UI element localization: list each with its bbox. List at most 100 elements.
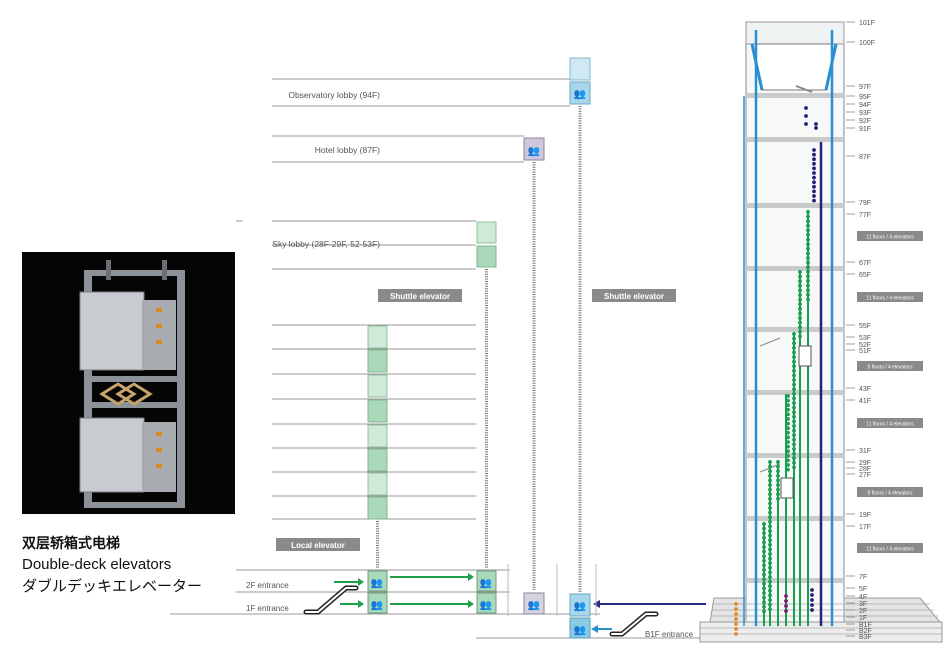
stop-dot [798, 297, 802, 302]
stop-dot [784, 599, 788, 603]
elevator-stop-dots [734, 106, 818, 636]
svg-text:👥: 👥 [371, 600, 383, 611]
floor-label: 67F [859, 260, 871, 267]
stop-dot [792, 378, 796, 382]
stop-dot [768, 570, 772, 575]
stop-dot [804, 114, 808, 118]
svg-text:👥: 👥 [528, 146, 540, 157]
stop-dot [798, 279, 802, 284]
sky-cab-1f [476, 592, 497, 614]
floor-label: 1F [859, 615, 867, 622]
stop-dot [792, 391, 796, 396]
stop-dot [776, 473, 780, 478]
stop-dot [798, 311, 802, 316]
stop-dot [786, 421, 790, 426]
obs-cab-bottom [569, 593, 591, 617]
stop-dot [768, 473, 772, 478]
stop-dot [768, 598, 772, 602]
stop-dot [806, 228, 810, 233]
caption-japanese: ダブルデッキエレベーター [22, 578, 203, 595]
floor-label: 94F [859, 102, 871, 109]
zone-note: 11 floors / 4 elevators [866, 547, 914, 553]
stop-dot [734, 632, 738, 636]
stop-dot [776, 487, 780, 492]
stop-dot [768, 501, 772, 506]
stop-dot [792, 447, 796, 451]
stop-dot [814, 122, 818, 126]
stop-dot [798, 334, 802, 339]
stop-dot [810, 603, 814, 607]
stop-dot [762, 540, 766, 545]
stop-dot [806, 279, 810, 283]
floor-label: 97F [859, 84, 871, 91]
stop-dot [784, 609, 788, 613]
floor-label: 41F [859, 398, 871, 405]
stop-dot [806, 283, 810, 288]
double-deck-elevator-photo [22, 252, 235, 514]
stop-dot [768, 607, 772, 612]
zone-note: 11 floors / 4 elevators [866, 235, 914, 241]
stop-dot [812, 184, 816, 189]
stop-dot [812, 161, 816, 166]
zone-note-box [857, 361, 923, 371]
stop-dot [786, 435, 790, 440]
stop-dot [792, 387, 796, 392]
stop-dot [768, 487, 772, 492]
floor-label: 87F [859, 154, 871, 161]
stop-dot [804, 106, 808, 110]
floor-label: 29F [859, 460, 871, 467]
stop-dot [806, 269, 810, 274]
floor-label: 52F [859, 342, 871, 349]
stop-dot [768, 547, 772, 552]
stop-dot [798, 306, 802, 311]
stop-dot [792, 410, 796, 415]
hotel-cab-top [523, 137, 545, 161]
stop-dot [814, 126, 818, 130]
zone-note-box [857, 543, 923, 553]
shuttle-tag-left [378, 289, 462, 302]
stop-dot [762, 522, 766, 526]
floor-label: 77F [859, 212, 871, 219]
flow-arrow-blue [591, 625, 612, 633]
stop-dot [768, 584, 772, 589]
stop-dot [768, 524, 772, 529]
stop-dot [762, 572, 766, 577]
zone-note-box [857, 487, 923, 497]
building-section [699, 21, 943, 643]
floor-label: 43F [859, 386, 871, 393]
stop-dot [786, 426, 790, 431]
svg-text:Shuttle elevator: Shuttle elevator [604, 292, 664, 301]
stop-dot [768, 492, 772, 497]
stop-dot [812, 166, 816, 171]
stop-dot [792, 355, 796, 359]
stop-dot [792, 414, 796, 419]
stop-dot [762, 545, 766, 549]
svg-text:Local elevator: Local elevator [291, 541, 345, 550]
stop-dot [768, 579, 772, 584]
stop-dot [768, 478, 772, 483]
stop-dot [768, 483, 772, 487]
stop-dot [768, 469, 772, 474]
local-elevator-cabs [367, 325, 388, 520]
floor-label: 5F [859, 586, 867, 593]
stop-dot [786, 430, 790, 435]
stop-dot [734, 607, 738, 611]
svg-text:👥: 👥 [480, 600, 492, 611]
floor-label: 7F [859, 574, 867, 581]
stop-dot [810, 608, 814, 612]
stop-dot [792, 382, 796, 387]
stop-dot [798, 293, 802, 297]
stop-dot [792, 364, 796, 369]
zone-note: 11 floors / 4 elevators [866, 422, 914, 428]
stop-dot [786, 463, 790, 467]
stop-dot [798, 270, 802, 274]
stop-dot [762, 535, 766, 540]
floor-label: 79F [859, 200, 871, 207]
stop-dot [792, 401, 796, 405]
floor-label: 28F [859, 466, 871, 473]
stop-dot [786, 449, 790, 454]
stop-dot [768, 552, 772, 556]
stop-dot [786, 440, 790, 444]
stop-dot [792, 456, 796, 461]
